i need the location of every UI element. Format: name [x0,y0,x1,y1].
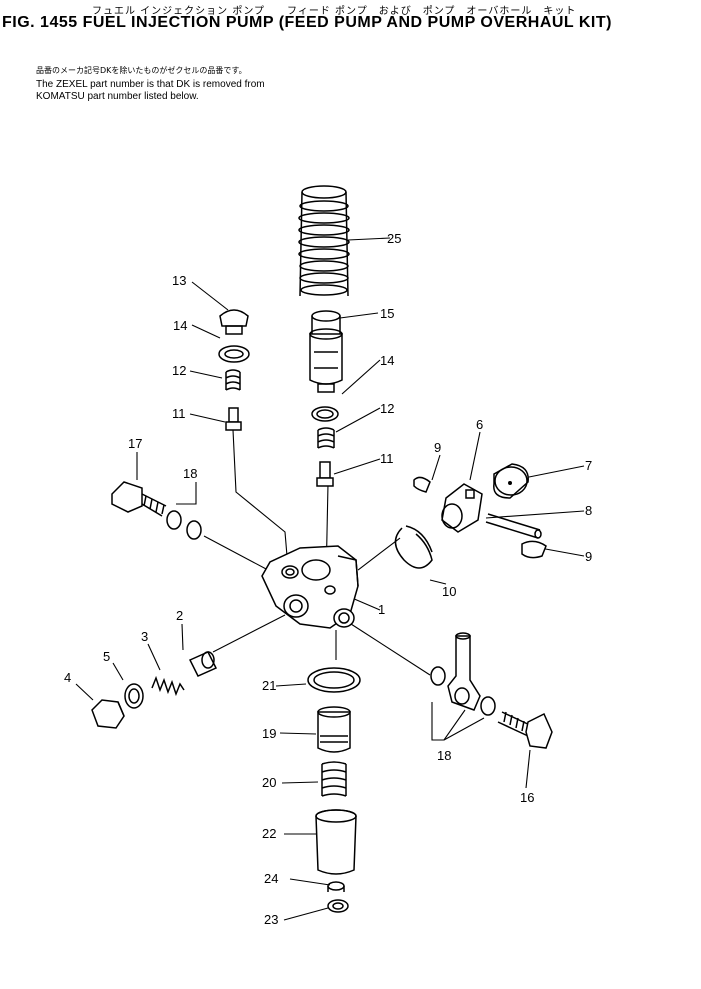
clip-9-bottom [521,540,547,559]
callout-9-bottom: 9 [585,549,592,564]
valve-11-right [316,461,334,487]
gasket-24 [327,881,345,892]
pipe-connector [447,632,481,711]
callout-6: 6 [476,417,483,432]
callout-13: 13 [172,273,186,288]
cup-22 [315,809,357,875]
callout-25: 25 [387,231,401,246]
valve-11-left [225,407,242,431]
spring-12-right [317,427,335,449]
clip-9-top [413,476,431,493]
callout-14-left: 14 [173,318,187,333]
callout-8: 8 [585,503,592,518]
japanese-title: フュエル インジェクション ポンプ フィード ポンプ および ポンプ オーバホー… [92,6,577,17]
spring-3 [151,675,185,697]
spring-20 [321,761,347,797]
piston-2 [188,651,218,677]
eye-bolt-17 [111,481,167,517]
gasket-18-right [430,666,496,716]
callout-1: 1 [378,602,385,617]
callout-3: 3 [141,629,148,644]
callout-11-right: 11 [380,451,394,466]
bellows-boot [298,185,350,297]
callout-22: 22 [262,826,276,841]
callout-19: 19 [262,726,276,741]
callout-7: 7 [585,458,592,473]
callout-23: 23 [264,912,278,927]
gasket-14-right [311,406,339,422]
gasket-5 [124,683,144,709]
priming-pump [309,310,343,393]
callout-9-top: 9 [434,440,441,455]
callout-12-right: 12 [380,401,394,416]
strainer-19 [317,706,351,753]
roller-7 [493,463,529,499]
callout-18-right: 18 [437,748,451,763]
callout-4: 4 [64,670,71,685]
snap-ring-10 [394,525,433,569]
callout-2: 2 [176,608,183,623]
pin-8 [485,513,542,539]
callout-21: 21 [262,678,276,693]
note-japanese: 品番のメーカ記号DKを除いたものがゼクセルの品番です。 [36,66,247,75]
figure-title: FIG. 1455 FUEL INJECTION PUMP (FEED PUMP… [2,14,612,31]
plug-4 [91,699,125,729]
tappet-6 [441,483,483,533]
callout-17: 17 [128,436,142,451]
gasket-21 [307,667,361,693]
note-line-1: The ZEXEL part number is that DK is remo… [36,79,265,90]
callout-12-left: 12 [172,363,186,378]
callout-14-right: 14 [380,353,394,368]
callout-15: 15 [380,306,394,321]
callout-11-left: 11 [172,406,186,421]
callout-18-left: 18 [183,466,197,481]
gasket-14-left [218,345,250,363]
callout-labels: 25 13 15 14 14 12 12 11 11 17 18 9 6 7 8… [64,231,592,927]
note-line-2: KOMATSU part number listed below. [36,91,199,102]
gasket-18-left [166,510,202,540]
nut-23 [327,899,349,913]
plug-13 [219,309,249,335]
callout-5: 5 [103,649,110,664]
callout-20: 20 [262,775,276,790]
pump-body [261,545,359,629]
callout-10: 10 [442,584,456,599]
eye-bolt-16 [497,711,553,749]
callout-16: 16 [520,790,534,805]
callout-24: 24 [264,871,278,886]
spring-12-left [225,369,241,391]
